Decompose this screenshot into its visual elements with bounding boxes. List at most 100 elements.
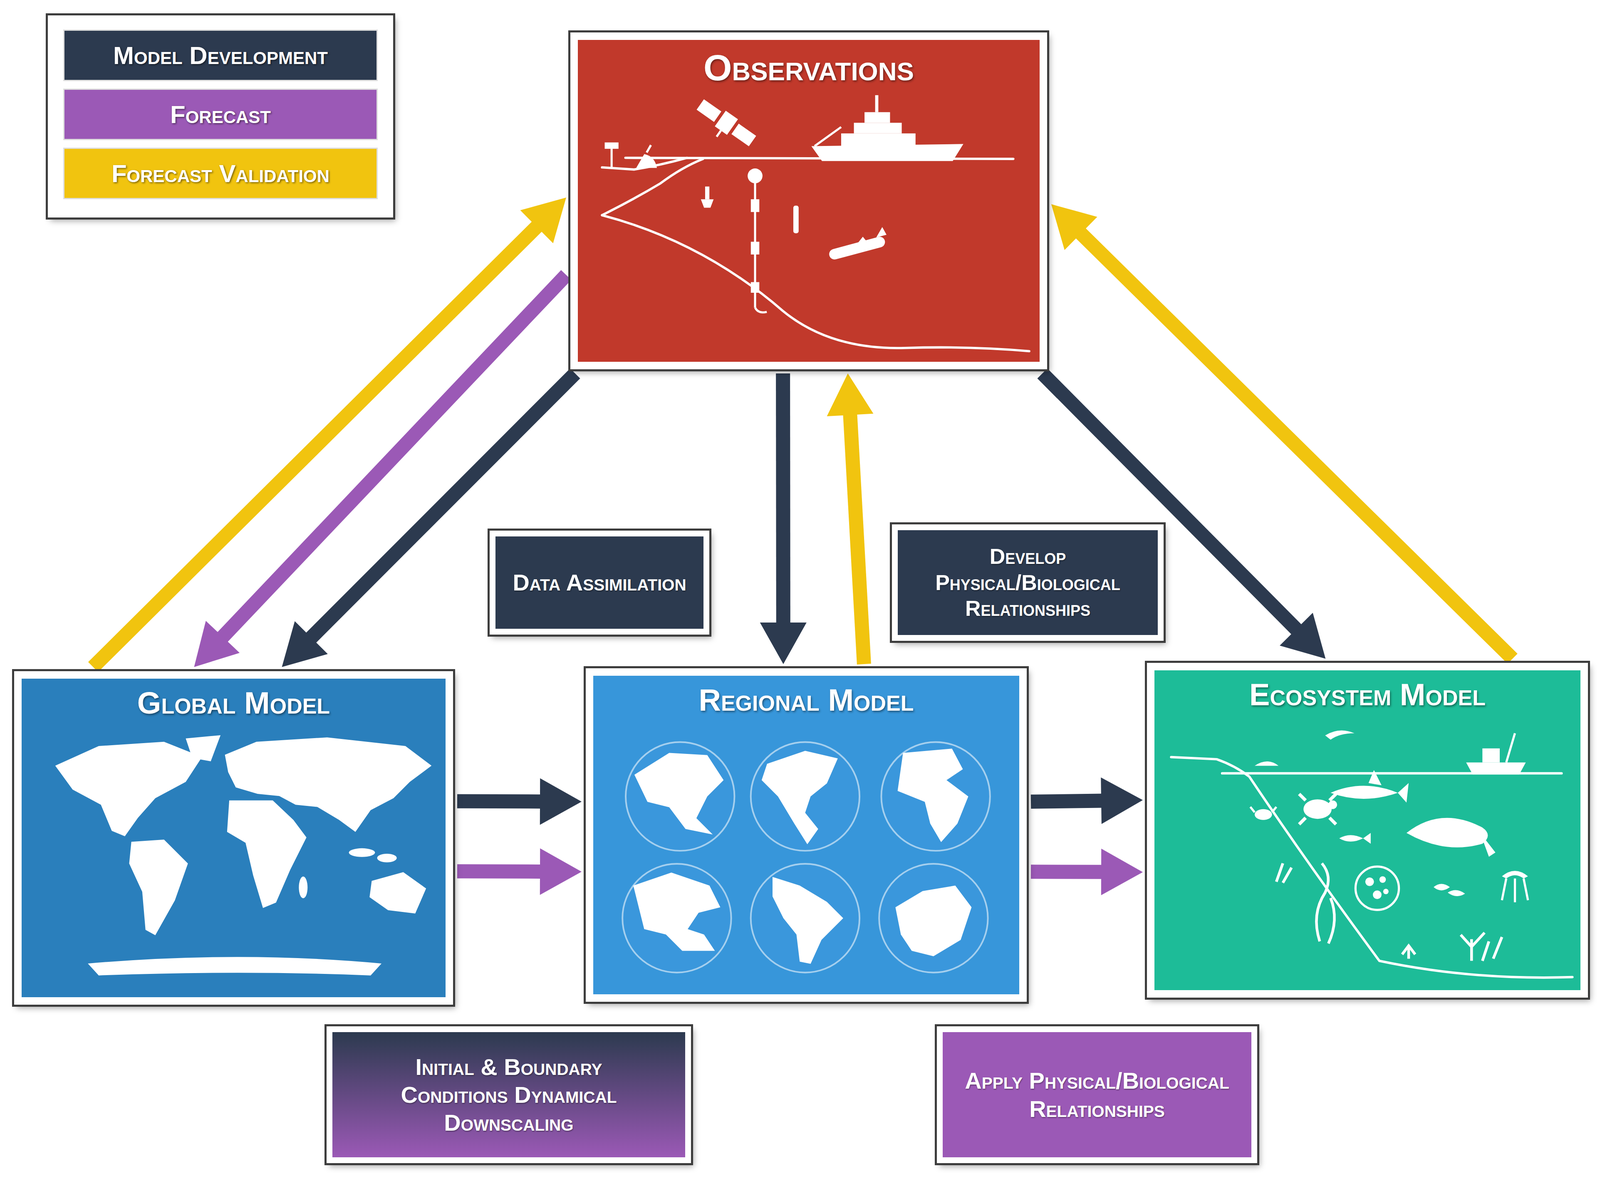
connector-shaft <box>93 225 538 668</box>
globe-outlines <box>622 742 991 973</box>
illustration-shape <box>185 735 221 762</box>
illustration-shape <box>636 154 657 168</box>
illustration-shape <box>646 145 651 153</box>
illustration-shape <box>750 199 760 213</box>
illustration-shape <box>1501 879 1529 903</box>
illustration-shape <box>1316 863 1328 942</box>
illustration-shape <box>1406 818 1496 858</box>
illustration-shape <box>1276 863 1292 884</box>
illustration-shape <box>895 886 972 957</box>
label-text: Initial & Boundary Conditions Dynamical … <box>363 1053 655 1138</box>
globe-landmasses <box>633 748 972 965</box>
illustration-shape <box>349 848 376 858</box>
arrowhead <box>827 373 874 417</box>
arrowhead <box>1051 204 1098 251</box>
illustration-shape <box>1466 762 1526 776</box>
connector-shaft <box>1030 800 1103 802</box>
panel-title: Ecosystem Model <box>1154 670 1581 713</box>
arrowhead <box>520 197 567 244</box>
model-panel: Regional Model <box>585 668 1027 1003</box>
illustration-shape <box>755 307 767 313</box>
connector-shaft <box>1030 864 1103 880</box>
illustration-shape <box>1482 748 1500 763</box>
connector-arrow <box>827 373 874 665</box>
connector-shaft <box>775 373 791 625</box>
illustration-shape <box>1303 799 1332 820</box>
illustration-shape <box>622 864 731 973</box>
continents <box>55 735 432 976</box>
illustration-shape <box>814 126 842 147</box>
process-label-box: Initial & Boundary Conditions Dynamical … <box>326 1026 692 1164</box>
arrowhead <box>539 848 582 896</box>
illustration-shape <box>1254 809 1273 821</box>
illustration-shape <box>601 215 1030 352</box>
illustration-shape <box>1372 890 1382 900</box>
illustration-shape <box>854 122 902 134</box>
illustration-shape <box>55 742 203 837</box>
illustration-shape <box>610 146 613 169</box>
model-panel: Global Model <box>14 671 454 1006</box>
satellite <box>690 96 758 155</box>
illustration-shape <box>716 130 721 137</box>
coast-and-seafloor <box>1171 757 1573 979</box>
plankton <box>1365 876 1389 900</box>
connector-shaft <box>457 864 542 880</box>
label-text: Develop Physical/Biological Relationship… <box>906 543 1150 622</box>
label-text: Data Assimilation <box>512 568 687 597</box>
process-label-box: Apply Physical/Biological Relationships <box>936 1026 1258 1164</box>
legend-swatch: Forecast <box>63 88 378 141</box>
connector-arrow <box>457 848 582 896</box>
illustration-shape <box>705 186 710 200</box>
arrowhead <box>1100 777 1143 825</box>
illustration-shape <box>750 282 760 293</box>
illustration-shape <box>747 168 763 184</box>
illustration-shape <box>750 241 760 255</box>
arrowhead <box>282 621 328 668</box>
illustration-shape <box>1433 884 1450 892</box>
arrowhead <box>194 621 240 668</box>
illustration-shape <box>634 753 724 835</box>
surface-buoy <box>700 186 714 209</box>
marine-life <box>1250 730 1528 903</box>
observations-illustration <box>577 39 1040 362</box>
illustration-shape <box>841 133 916 147</box>
illustration-shape <box>1379 876 1387 884</box>
research-ship <box>811 95 964 161</box>
model-panel: Ecosystem Model <box>1146 663 1588 999</box>
illustration-shape <box>369 872 427 914</box>
illustration-shape <box>750 864 860 973</box>
connector-shaft <box>457 794 542 810</box>
shore-station <box>605 143 657 169</box>
ecosystem-illustration <box>1154 670 1581 991</box>
illustration-shape <box>827 235 887 261</box>
illustration-shape <box>1447 890 1466 897</box>
process-label-box: Data Assimilation <box>489 530 710 635</box>
illustration-shape <box>772 877 844 965</box>
mooring <box>747 168 767 313</box>
panel-title: Regional Model <box>593 676 1020 719</box>
illustration-shape <box>850 235 870 250</box>
illustration-shape <box>864 112 890 124</box>
illustration-shape <box>1365 877 1375 887</box>
observations-panel: Observations <box>570 32 1048 370</box>
legend-swatch: Forecast Validation <box>63 147 378 200</box>
illustration-shape <box>298 876 308 899</box>
connector-arrow <box>457 778 582 825</box>
legend-text: Forecast <box>170 100 271 129</box>
arrowhead <box>539 778 582 825</box>
illustration-shape <box>1339 833 1371 845</box>
illustration-shape <box>1254 761 1279 766</box>
illustration-shape <box>897 748 969 843</box>
illustration-shape <box>377 854 397 863</box>
connector-shaft <box>849 413 865 665</box>
panel-title: Observations <box>577 39 1040 89</box>
illustration-shape <box>129 839 189 936</box>
illustration-shape <box>1401 946 1415 959</box>
illustration-shape <box>811 143 964 161</box>
illustration-shape <box>1460 933 1502 962</box>
world-map <box>21 678 446 998</box>
illustration-shape <box>761 750 838 845</box>
connector-arrow <box>1030 849 1143 896</box>
arrowhead <box>1279 613 1326 659</box>
illustration-shape <box>1330 770 1409 803</box>
